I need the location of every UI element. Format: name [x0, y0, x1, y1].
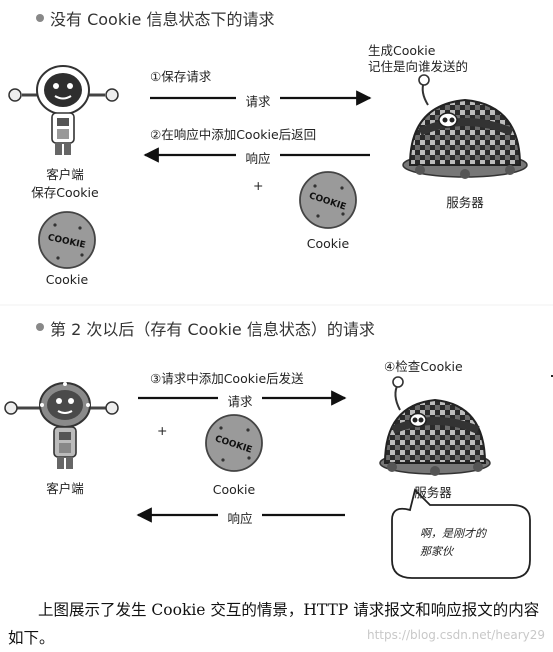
server-robot-icon	[402, 74, 528, 179]
client-label: 客户端	[46, 481, 84, 496]
step2-label: ②在响应中添加Cookie后返回	[150, 127, 317, 142]
client-label: 客户端	[46, 167, 84, 182]
server-label: 服务器	[414, 485, 452, 500]
step1-label: ①保存请求	[150, 69, 212, 84]
server-label: 服务器	[446, 195, 484, 210]
server-note-line1: 生成Cookie	[368, 43, 436, 58]
bullet-icon	[36, 14, 44, 22]
cookie-icon: COOKIE	[205, 414, 263, 472]
cookie-label: Cookie	[212, 482, 256, 497]
client-robot-icon	[8, 65, 119, 155]
bullet-icon	[36, 323, 44, 331]
request-label-2: 请求	[218, 391, 262, 410]
plus-sign: +	[157, 423, 168, 438]
client-save-cookie-label: 保存Cookie	[31, 185, 99, 200]
client-cookie-label: Cookie	[45, 272, 89, 287]
cookie-icon: COOKIE	[299, 171, 357, 229]
step3-label: ③请求中添加Cookie后发送	[150, 371, 304, 386]
step4-label: ④检查Cookie	[384, 359, 463, 374]
response-label-1: 响应	[236, 148, 280, 167]
bubble-line1: 啊，是刚才的	[420, 527, 486, 540]
server-cookie-label: Cookie	[306, 236, 350, 251]
plus-sign: +	[253, 178, 264, 193]
response-label-2: 响应	[218, 508, 262, 527]
bubble-line2: 那家伙	[420, 545, 453, 558]
caption-paragraph: 上图展示了发生 Cookie 交互的情景，HTTP 请求报文和响应报文的内容如下…	[8, 601, 540, 647]
speech-bubble	[391, 488, 531, 579]
section2-heading: 第 2 次以后（存有 Cookie 信息状态）的请求	[50, 320, 375, 339]
client-robot-icon	[4, 382, 119, 469]
cookie-icon: COOKIE	[38, 211, 96, 269]
section1-heading: 没有 Cookie 信息状态下的请求	[50, 10, 275, 29]
server-note-line2: 记住是向谁发送的	[368, 59, 469, 74]
server-robot-icon	[379, 376, 491, 476]
request-label-1: 请求	[236, 91, 280, 110]
watermark: https://blog.csdn.net/heary29	[366, 628, 545, 642]
